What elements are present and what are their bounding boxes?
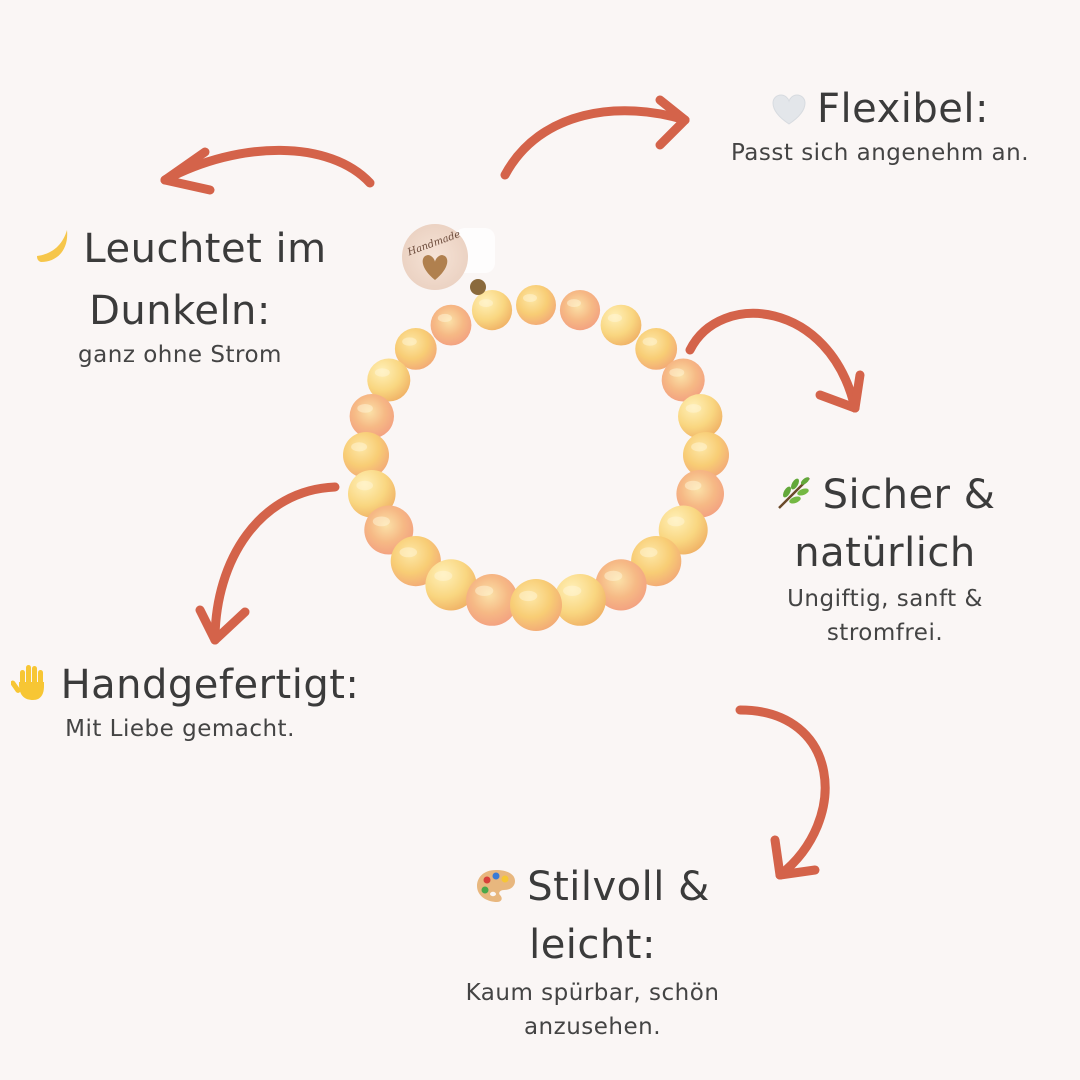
- bead-highlight: [519, 590, 538, 602]
- tag-heart-icon: [422, 255, 448, 280]
- bead-highlight: [667, 516, 685, 527]
- white-heart-icon: [772, 94, 806, 125]
- bead-highlight: [475, 585, 494, 596]
- clasp-bead: [470, 279, 486, 295]
- bead-highlight: [434, 570, 453, 582]
- bead-highlight: [685, 404, 702, 413]
- bead-highlight: [691, 442, 708, 452]
- bead: [466, 574, 518, 626]
- feature-flexibel-sub: Passt sich angenehm an.: [730, 140, 1030, 166]
- bead-highlight: [402, 337, 417, 346]
- bead-highlight: [479, 299, 493, 308]
- feature-leuchtet-title: Leuchtet im: [0, 224, 360, 274]
- feature-handgefertigt: Handgefertigt: Mit Liebe gemacht.: [0, 660, 370, 746]
- crescent-moon-icon: [37, 230, 68, 262]
- bead: [678, 394, 723, 439]
- arrow-to-leuchtet: [160, 145, 375, 195]
- feature-sicher-sub: Ungiftig, sanft &: [787, 586, 983, 612]
- feature-stilvoll-sub-2: anzusehen.: [523, 1014, 662, 1040]
- feature-sicher-title: Sicher &: [700, 470, 1070, 520]
- bead-highlight: [607, 313, 623, 323]
- feature-sicher-sub-2: stromfrei.: [826, 620, 944, 646]
- bead-highlight: [374, 368, 390, 377]
- feature-stilvoll-title: Stilvoll &: [420, 862, 765, 912]
- bead-highlight: [523, 294, 537, 302]
- bead: [600, 304, 642, 346]
- bead: [554, 574, 606, 626]
- bead: [559, 290, 601, 331]
- bead-highlight: [684, 480, 702, 491]
- bead-highlight: [351, 442, 368, 452]
- feature-stilvoll-title-2: leicht:: [529, 922, 656, 968]
- raised-hand-icon: [10, 665, 44, 700]
- feature-stilvoll: Stilvoll & leicht: Kaum spürbar, schön a…: [420, 862, 765, 1044]
- feature-flexibel: Flexibel: Passt sich angenehm an.: [680, 84, 1080, 170]
- feature-flexibel-title: Flexibel:: [680, 84, 1080, 134]
- bead-highlight: [669, 368, 685, 377]
- arrow-to-stilvoll: [735, 705, 830, 880]
- bead-highlight: [372, 516, 390, 527]
- feature-stilvoll-sub: Kaum spürbar, schön: [465, 980, 720, 1006]
- feature-leuchtet-title-2: Dunkeln:: [89, 288, 271, 334]
- bead-highlight: [639, 547, 658, 558]
- feature-sicher: Sicher & natürlich Ungiftig, sanft & str…: [700, 470, 1070, 650]
- bead: [516, 285, 556, 325]
- artist-palette-icon: [477, 870, 516, 902]
- feature-sicher-title-2: natürlich: [794, 530, 976, 576]
- feature-leuchtet: Leuchtet im Dunkeln: ganz ohne Strom: [0, 224, 360, 372]
- feature-leuchtet-sub: ganz ohne Strom: [78, 342, 282, 368]
- herb-icon: [777, 477, 810, 509]
- bead-highlight: [357, 404, 373, 413]
- bead-highlight: [642, 337, 658, 346]
- bead: [349, 394, 394, 439]
- handmade-tag: Handmade: [402, 224, 495, 295]
- feature-handgefertigt-sub: Mit Liebe gemacht.: [65, 716, 295, 742]
- bead-highlight: [604, 570, 623, 582]
- bead: [510, 579, 562, 631]
- bead: [430, 304, 472, 346]
- bead-highlight: [563, 585, 582, 596]
- arrow-to-sicher: [685, 308, 865, 413]
- bead-highlight: [567, 299, 581, 308]
- bead-highlight: [356, 480, 374, 491]
- bead-highlight: [437, 313, 452, 323]
- feature-handgefertigt-title: Handgefertigt:: [0, 660, 370, 710]
- bead-highlight: [399, 547, 418, 558]
- bracelet-beads: [343, 285, 729, 631]
- arrow-to-flexibel: [500, 95, 690, 180]
- bead: [471, 290, 513, 331]
- arrow-to-handgefertigt: [195, 482, 340, 645]
